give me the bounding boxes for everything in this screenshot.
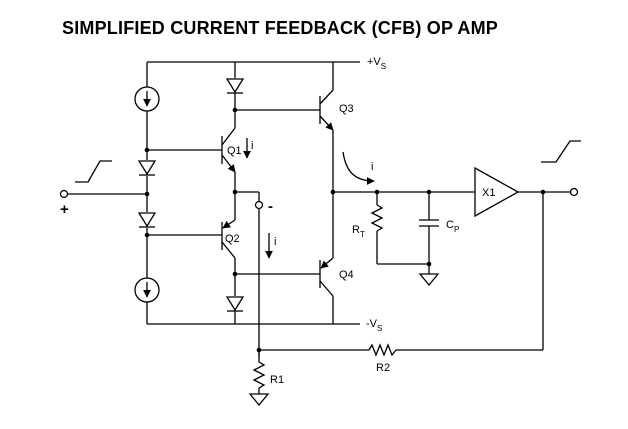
q3-bias-diode-path [225, 62, 320, 128]
feedback-path [256, 192, 544, 353]
cp-capacitor [418, 192, 440, 287]
input-diode-lower [137, 212, 157, 228]
positive-supply-label: +VS [367, 56, 386, 71]
plus-input-label: + [60, 201, 69, 218]
noninverting-input-terminal [59, 189, 150, 199]
q4-transistor [319, 192, 334, 324]
inverting-current-label: i [274, 236, 276, 248]
q3-label: Q3 [339, 103, 354, 115]
emitter-node [232, 189, 264, 356]
output-step-waveform [541, 140, 581, 163]
q1-label: Q1 [227, 145, 242, 157]
q1-current-label: i [251, 140, 253, 152]
input-diode-upper [137, 160, 157, 176]
q2-label: Q2 [225, 233, 240, 245]
minus-input-label: - [268, 198, 273, 215]
r1-resistor [248, 350, 270, 407]
lower-current-source [134, 277, 160, 303]
input-step-waveform [75, 160, 112, 183]
cp-label: CP [446, 219, 459, 234]
negative-supply-label: -VS [366, 318, 382, 333]
output-current-label: i [371, 161, 373, 173]
r2-label: R2 [376, 362, 390, 374]
q1-transistor [221, 127, 236, 192]
r1-label: R1 [270, 374, 284, 386]
diagram-title: SIMPLIFIED CURRENT FEEDBACK (CFB) OP AMP [62, 18, 499, 38]
x1-label: X1 [482, 187, 495, 199]
output-current-arrow [342, 151, 375, 185]
gain-node [330, 189, 475, 195]
r2-resistor [368, 343, 397, 357]
q2-transistor [221, 219, 236, 296]
q3-transistor [319, 62, 334, 192]
upper-current-source [134, 86, 160, 112]
q4-label: Q4 [339, 269, 354, 281]
rt-label: RT [352, 224, 365, 239]
rt-resistor [370, 192, 429, 265]
q4-bias-diode-path [225, 271, 320, 324]
x1-buffer [474, 166, 579, 218]
